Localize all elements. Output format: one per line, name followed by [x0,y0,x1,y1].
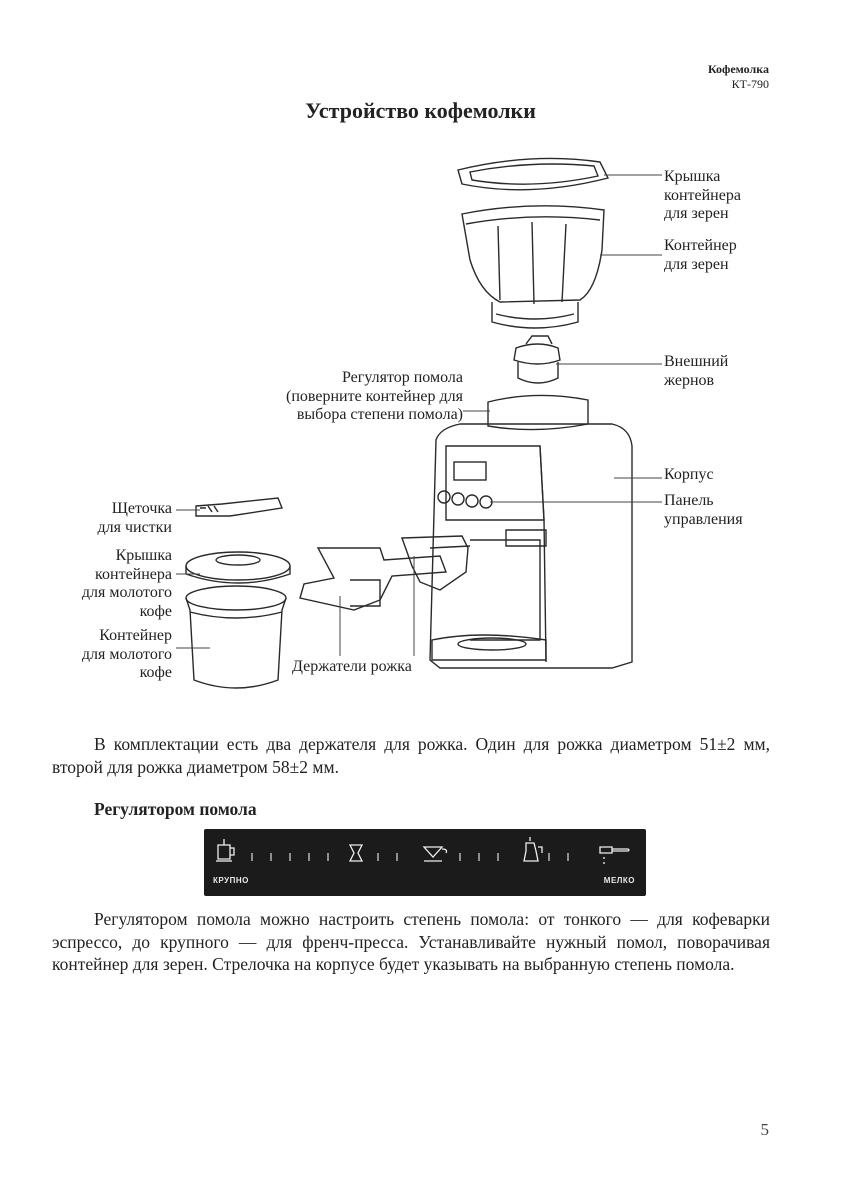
grind-scale: КРУПНО МЕЛКО [204,829,646,896]
label-outer-burr: Внешний жернов [664,353,729,389]
portafilter-holders-drawing [299,535,471,611]
chemex-icon [348,844,364,862]
brush-drawing [195,497,283,517]
label-bean-container: Контейнер для зерен [664,237,737,273]
ground-lid-drawing [185,551,291,584]
label-ground-lid: Крышка контейнера для молотого кофе [81,547,172,620]
fine-label: МЕЛКО [603,876,635,885]
coarse-label: КРУПНО [213,876,249,885]
grinder-illustration [176,157,662,689]
moka-pot-icon [523,837,543,862]
label-control-panel: Панель управления [664,492,743,528]
label-holders: Держатели рожка [292,658,412,675]
french-press-icon [216,839,235,862]
grinder-body-drawing [429,394,633,669]
header-model: КТ-790 [731,77,769,91]
label-body: Корпус [664,466,714,483]
label-grind-regulator: Регулятор помола (поверните контейнер дл… [286,369,463,423]
header: Кофемолка КТ-790 [708,62,769,92]
leader-lines [176,174,662,656]
page-number: 5 [760,1120,770,1139]
page-title: Устройство кофемолки [305,98,536,123]
grind-scale-graphic [216,837,630,864]
bean-lid-drawing [457,157,610,191]
ground-container-drawing [185,585,287,689]
header-product: Кофемолка [707,62,769,76]
pour-over-icon [422,846,448,862]
section-heading: Регулятором помола [94,799,257,819]
paragraph-grind: Регулятором помола можно настроить степе… [52,909,770,974]
paragraph-holders: В комплектации есть два держателя для ро… [52,734,770,777]
label-brush: Щеточка для чистки [97,500,172,536]
label-ground-container: Контейнер для молотого кофе [81,627,172,681]
label-bean-lid: Крышка контейнера для зерен [664,168,741,222]
bean-container-drawing [461,205,605,329]
scale-ticks [251,853,569,861]
espresso-icon [599,846,630,864]
outer-burr-drawing [513,335,561,384]
